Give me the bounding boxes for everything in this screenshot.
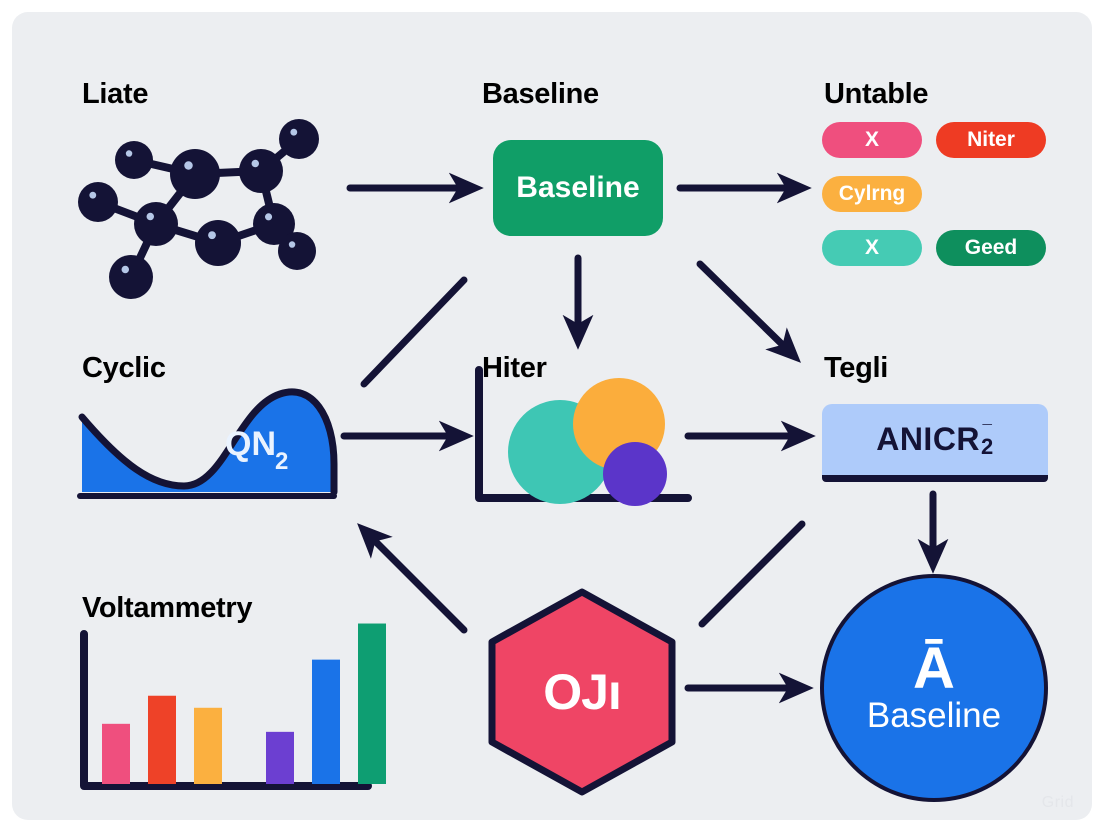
panel-title-untable: Untable — [824, 78, 929, 110]
molecule-bond — [270, 220, 301, 255]
molecule-atom-highlight — [208, 231, 216, 240]
molecule-atom-highlight — [264, 213, 273, 221]
untable-pill-niter[interactable]: Niter — [936, 122, 1046, 158]
molecule-atom-highlight — [290, 128, 298, 136]
molecule-bond — [257, 135, 303, 175]
molecule-bond — [127, 220, 160, 281]
cyclic-wave-stroke — [78, 388, 338, 496]
untable-pill-label: X — [864, 128, 879, 151]
node-circle-caption: Baseline — [866, 696, 1002, 736]
molecule-bond — [130, 156, 199, 178]
molecule-atom — [115, 141, 153, 179]
panel-title-tegli: Tegli — [824, 352, 889, 384]
hiter-axes — [475, 366, 692, 502]
arrow-circle-to-hexagon-diag — [698, 520, 806, 628]
diagram-board: Liate Baseline Untable Cyclic Hiter Tegl… — [12, 12, 1092, 820]
untable-pill-cylrng[interactable]: Cylrng — [822, 176, 922, 212]
cyclic-wave-label-subscript: 2 — [275, 447, 289, 475]
voltammetry-bar — [312, 659, 340, 784]
molecule-atom — [78, 182, 118, 222]
cyclic-wave-fill — [82, 391, 334, 492]
molecule-atom-highlight — [251, 159, 260, 168]
cyclic-wave-label-main: QN — [225, 425, 276, 463]
molecule-atom-highlight — [121, 265, 130, 274]
hiter-bubble-orange — [573, 378, 665, 470]
voltammetry-bars — [102, 623, 386, 784]
molecule-atom-highlight — [184, 161, 193, 170]
molecule-bond — [214, 220, 278, 247]
molecule-atom-highlight — [89, 191, 97, 199]
hiter-bubbles — [508, 378, 667, 506]
node-circle-glyph: Ā — [913, 636, 955, 702]
untable-pill-x[interactable]: X — [822, 122, 922, 158]
molecule-atom — [170, 149, 220, 199]
molecule-diagram — [78, 119, 319, 299]
molecule-atom — [279, 119, 319, 159]
node-hexagon-label: OJı — [543, 664, 622, 720]
watermark-text: Grid — [1041, 794, 1074, 811]
panel-title-liate: Liate — [82, 78, 149, 110]
molecule-atom-highlight — [288, 241, 296, 248]
untable-pill-label: X — [864, 236, 879, 259]
molecule-atom — [195, 220, 241, 266]
voltammetry-bar — [266, 731, 294, 784]
molecule-atom-highlight — [146, 212, 155, 221]
node-tegli-subscript-glyph: ¯2 — [981, 422, 994, 459]
panel-title-cyclic: Cyclic — [82, 352, 166, 384]
hiter-bubble-chart — [475, 366, 692, 506]
panel-title-baseline: Baseline — [482, 78, 599, 110]
panel-title-voltammetry: Voltammetry — [82, 592, 253, 624]
arrow-baseline-to-tegli — [696, 260, 802, 363]
node-hexagon[interactable]: OJı — [492, 592, 672, 792]
untable-pill-x[interactable]: X — [822, 230, 922, 266]
molecule-bond — [152, 170, 199, 228]
untable-pill-label: Cylrng — [838, 182, 906, 205]
molecule-atom — [239, 149, 283, 193]
molecule-bond — [94, 198, 160, 228]
voltammetry-bar-chart — [80, 623, 386, 790]
node-tegli-label: ANICR — [876, 421, 981, 457]
cyclic-wave-label: QN2 — [225, 425, 289, 473]
voltammetry-bar — [194, 707, 222, 784]
arrow-hexagon-to-voltammetry — [357, 523, 468, 634]
voltammetry-bar — [358, 623, 386, 784]
voltammetry-bar — [148, 695, 176, 784]
untable-pill-geed[interactable]: Geed — [936, 230, 1046, 266]
molecule-bond — [257, 167, 278, 228]
molecule-atom — [253, 203, 295, 245]
molecule-bond — [191, 167, 265, 178]
molecule-bond — [152, 220, 222, 247]
node-tegli[interactable]: ANICR¯2 — [822, 404, 1048, 482]
voltammetry-axes — [80, 630, 372, 790]
node-tegli-subscript: 2 — [981, 433, 994, 459]
molecule-atom-highlight — [125, 150, 133, 157]
molecule-atom — [134, 202, 178, 246]
molecule-atom — [278, 232, 316, 270]
voltammetry-bar — [102, 723, 130, 784]
node-circle-baseline[interactable]: Ā Baseline — [820, 574, 1048, 802]
hiter-bubble-purple — [603, 442, 667, 506]
molecule-atom — [109, 255, 153, 299]
hiter-bubble-teal — [508, 400, 612, 504]
cyclic-wave-chart — [77, 388, 338, 499]
node-baseline-label: Baseline — [516, 171, 640, 204]
arrow-hiter-to-liate-diagonal — [360, 276, 468, 388]
node-baseline[interactable]: Baseline — [493, 140, 663, 236]
untable-pill-label: Geed — [964, 236, 1018, 259]
panel-title-hiter: Hiter — [482, 352, 547, 384]
untable-pill-label: Niter — [967, 128, 1015, 151]
node-tegli-overbar: ¯ — [982, 422, 993, 442]
